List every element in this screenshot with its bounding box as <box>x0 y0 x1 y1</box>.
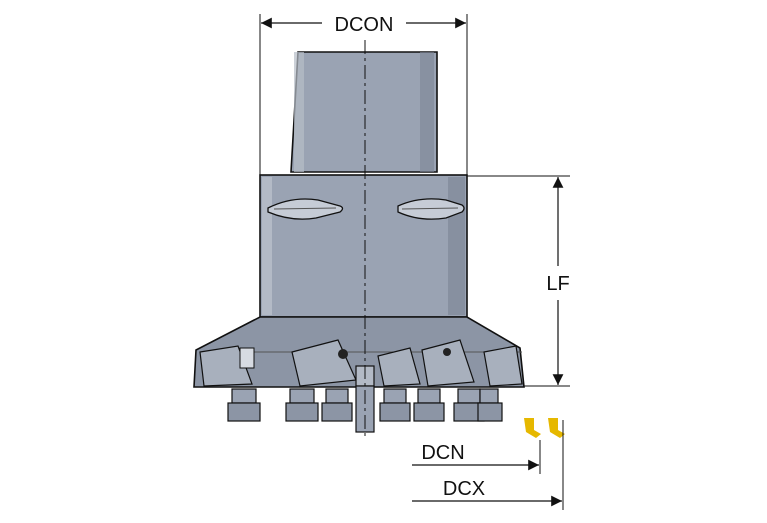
dcon-dimension: DCON <box>259 14 468 176</box>
drive-slot-right <box>397 198 465 220</box>
clamp-bolts <box>227 385 503 433</box>
dcx-dimension: DCX <box>412 420 564 510</box>
insert-pocket-5 <box>483 345 523 387</box>
bolt <box>227 388 261 422</box>
cutter-body <box>259 174 468 318</box>
lf-dimension: LF <box>467 175 570 387</box>
bolt <box>285 388 319 422</box>
insert-pocket-2 <box>291 339 357 387</box>
insert-pocket-1 <box>199 345 255 387</box>
dcn-label: DCN <box>421 442 464 464</box>
bolt <box>477 388 503 422</box>
shank <box>290 51 438 173</box>
insert-pocket-4 <box>421 339 475 387</box>
insert-corner-marker-icon <box>524 418 565 438</box>
drive-slot-left <box>267 198 344 220</box>
dcx-label: DCX <box>443 478 485 500</box>
cutting-head <box>193 316 525 388</box>
insert-pocket-3 <box>377 347 421 387</box>
lf-label: LF <box>546 273 569 295</box>
dcn-dimension: DCN <box>412 440 541 474</box>
bolt <box>321 388 353 422</box>
dcon-label: DCON <box>335 14 394 36</box>
bolt <box>453 388 485 422</box>
bolt <box>379 388 411 422</box>
bolt <box>413 388 445 422</box>
